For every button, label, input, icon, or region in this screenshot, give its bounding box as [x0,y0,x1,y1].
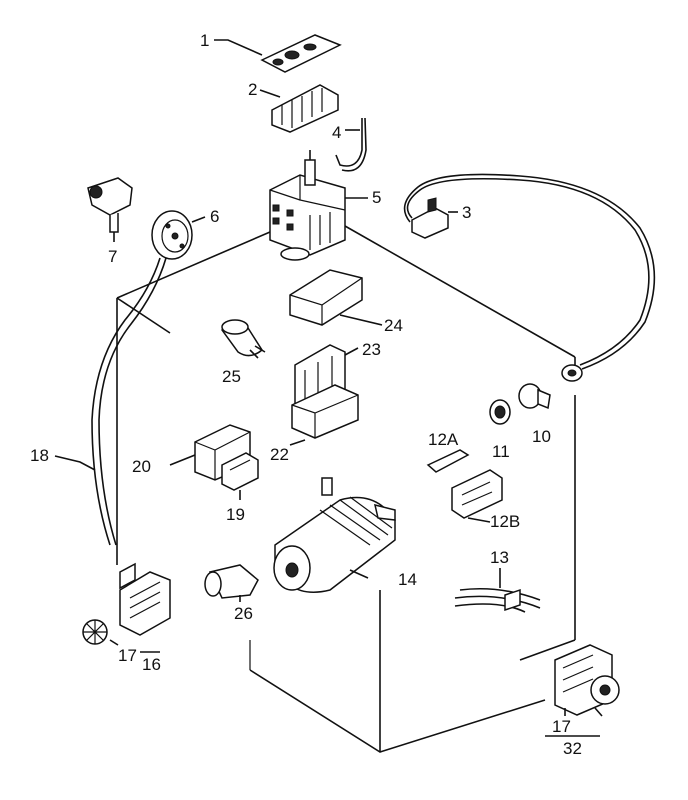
label-17a: 17 [118,646,137,665]
part-18-hose [54,257,167,546]
part-1-gasket [214,34,342,73]
label-16: 16 [142,655,161,674]
part-3-pressure-switch [403,173,656,382]
label-17b: 17 [552,717,571,736]
part-6-pump-head [151,210,206,260]
part-26-hose-connector [204,564,259,602]
part-12a-sensor [426,449,470,473]
part-17-impeller-a [82,619,160,653]
part-2-terminal-block [259,84,339,133]
part-25-capacitor [221,319,266,359]
part-32-pump-assembly [554,644,620,716]
part-19-connector [221,452,259,500]
part-5-timer [269,150,368,261]
part-11-bushing [489,399,511,425]
label-25: 25 [222,367,241,386]
label-23: 23 [362,340,381,359]
part-4-wire [335,117,367,172]
label-6: 6 [210,207,219,226]
part-24-cover [289,269,383,326]
part-17-impeller-b [545,707,603,737]
part-13-heater [454,568,541,613]
part-7-inlet-valve [87,177,133,242]
label-12a: 12A [428,430,459,449]
label-7: 7 [108,247,117,266]
label-13: 13 [490,548,509,567]
part-10-thermostat [518,383,551,410]
label-24: 24 [384,316,403,335]
callout-labels: 1 2 3 4 5 6 7 10 11 12A 12B 13 14 16 17 … [30,31,582,758]
label-22: 22 [270,445,289,464]
label-1: 1 [200,31,209,50]
label-2: 2 [248,80,257,99]
part-12b-pcb [451,469,503,523]
label-18: 18 [30,446,49,465]
cabinet-outline [116,225,576,753]
label-4: 4 [332,123,341,142]
label-3: 3 [462,203,471,222]
label-10: 10 [532,427,551,446]
label-32: 32 [563,739,582,758]
part-22-housing [289,384,359,446]
label-19: 19 [226,505,245,524]
label-5: 5 [372,188,381,207]
label-14: 14 [398,570,417,589]
label-11: 11 [492,442,510,461]
part-14-motor [273,477,396,593]
part-16-drain-pump [119,562,171,636]
label-20: 20 [132,457,151,476]
label-26: 26 [234,604,253,623]
label-12b: 12B [490,512,520,531]
